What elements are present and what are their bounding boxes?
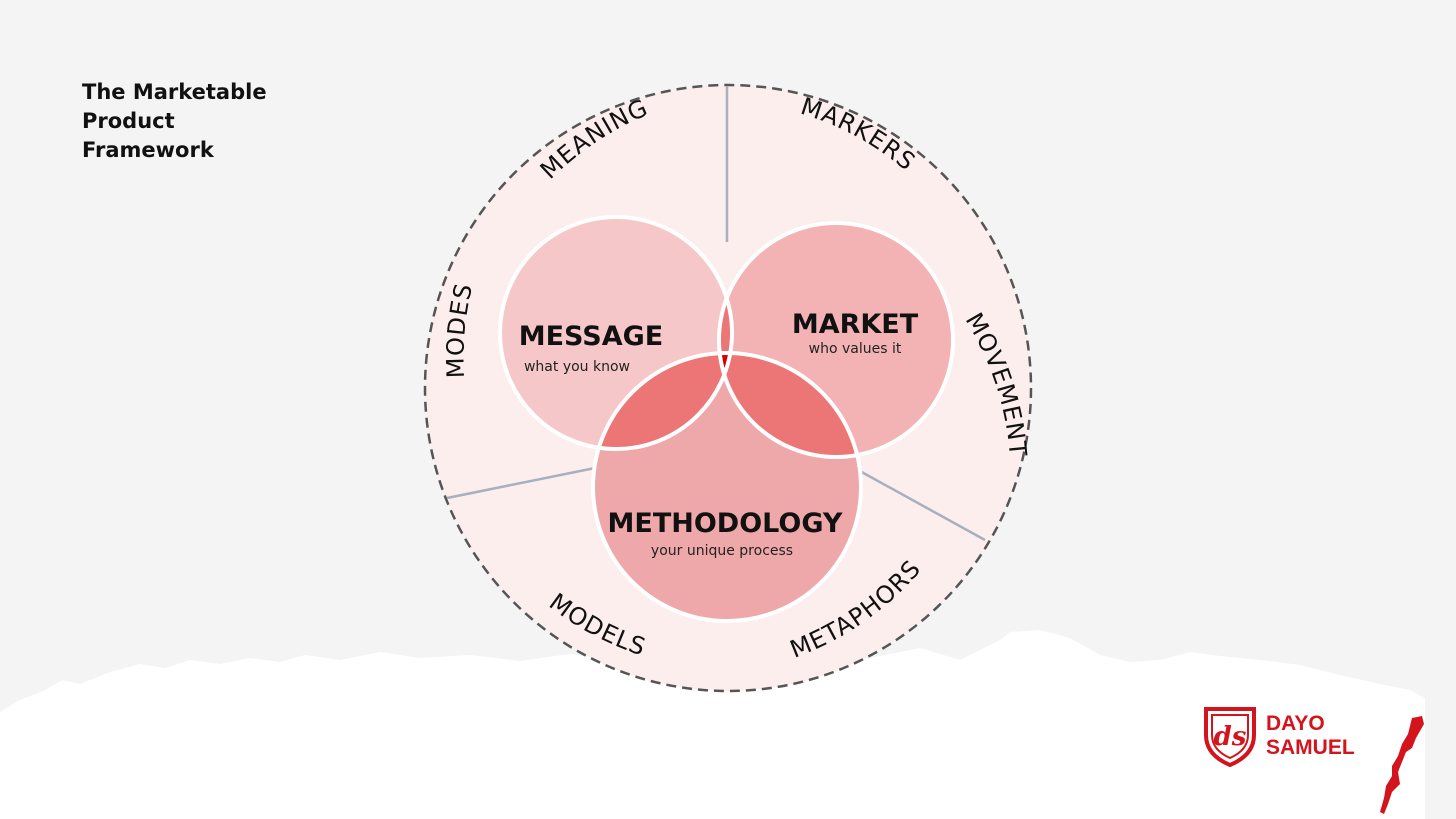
market-methodology-overlap — [719, 353, 861, 457]
divider-left — [446, 466, 596, 500]
methodology-outline — [591, 351, 863, 623]
title-line-3: Framework — [82, 138, 214, 162]
torn-paper-band — [0, 630, 1425, 819]
message-label: MESSAGE — [519, 321, 664, 352]
ds-shield-logo-icon: ds — [1204, 707, 1256, 767]
methodology-subtitle: your unique process — [651, 543, 793, 559]
message-methodology-overlap — [593, 353, 732, 449]
methodology-label: METHODOLOGY — [608, 508, 843, 539]
market-label: MARKET — [792, 309, 919, 340]
title-line-1: The Marketable — [82, 80, 267, 104]
brand-logo: ds DAYO SAMUEL — [1202, 705, 1355, 767]
message-subtitle: what you know — [524, 359, 630, 375]
market-outline — [717, 221, 955, 459]
brand-name-line-2: SAMUEL — [1266, 736, 1355, 759]
brand-name-line-1: DAYO — [1266, 712, 1325, 735]
divider-right — [857, 468, 986, 542]
message-outline — [498, 215, 734, 451]
brand-name: DAYO SAMUEL — [1266, 712, 1355, 760]
title-line-2: Product — [82, 109, 175, 133]
market-subtitle: who values it — [809, 341, 902, 357]
svg-text:ds: ds — [1214, 722, 1247, 752]
page-title: The Marketable Product Framework — [82, 78, 322, 165]
red-brush-stroke — [1380, 716, 1424, 814]
